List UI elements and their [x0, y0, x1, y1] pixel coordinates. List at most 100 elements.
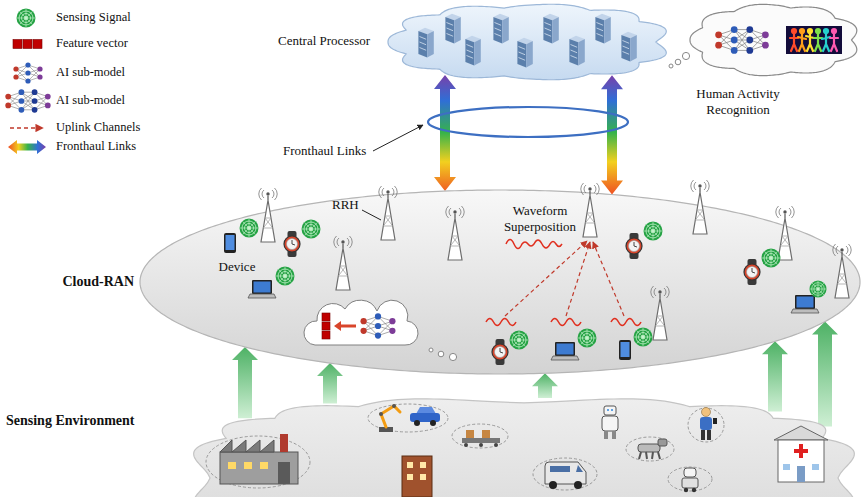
server-icon	[621, 32, 636, 62]
rrh-tower	[833, 244, 851, 298]
sensing-signal-icon	[302, 220, 321, 239]
laptop-icon	[551, 342, 579, 360]
rrh-tower	[581, 183, 599, 237]
sensing-arrow	[812, 322, 838, 427]
scene-outline	[368, 404, 448, 432]
robot-dog-icon	[638, 439, 667, 459]
waveform	[611, 319, 641, 326]
server-racks	[418, 14, 636, 68]
activity-image	[786, 26, 842, 54]
node-label: Human Activity Recognition	[683, 86, 793, 117]
sensing-signal-icon	[510, 331, 529, 350]
thought-dot	[438, 351, 444, 357]
laptop-icon	[791, 295, 819, 313]
sensing-signal-icon	[634, 328, 653, 347]
server-icon	[595, 14, 610, 44]
uplink-channel	[566, 242, 590, 316]
ai-submodel-icon	[715, 26, 769, 54]
ai-submodel-icon	[360, 313, 395, 338]
thought-dot	[675, 59, 681, 65]
feature-vector-icon	[13, 40, 42, 49]
activity-image-ground	[786, 26, 842, 54]
robot-arm-icon	[379, 404, 400, 432]
sensing-signal-icon	[809, 280, 826, 297]
watch-icon	[626, 233, 642, 259]
leader-line	[373, 125, 423, 151]
ai-submodel-icon	[5, 89, 50, 112]
conveyor-icon	[462, 430, 500, 447]
rrh-tower	[691, 180, 709, 234]
inference-bubble	[304, 300, 457, 360]
legend-label: AI sub-model	[56, 93, 125, 108]
fronthaul-arrow	[434, 75, 456, 191]
factory-icon	[220, 434, 298, 484]
van-icon	[545, 462, 586, 489]
feature-vector-cell	[322, 331, 330, 339]
sensing-signal-icon	[644, 222, 663, 241]
node-label: Sensing Environment	[6, 413, 186, 430]
ai-submodel-icon	[13, 62, 42, 83]
scene-outline	[452, 424, 508, 448]
thought-dot	[449, 353, 456, 360]
thought-dot	[669, 64, 673, 68]
sensing-signal-icon	[240, 219, 259, 238]
waveform	[551, 319, 581, 326]
scene-outline	[533, 458, 597, 490]
sensing-signal-icon	[578, 329, 597, 348]
watch-icon	[284, 231, 300, 257]
uplink-waves	[486, 240, 641, 326]
leader-line	[362, 210, 381, 220]
node-shape	[388, 4, 666, 79]
service-robot-icon	[682, 468, 698, 492]
legend-label: Fronthaul Links	[56, 139, 136, 154]
scene-outline	[626, 437, 674, 461]
thought-dots	[669, 52, 690, 68]
waveform-label: Waveform Superposition	[495, 203, 585, 234]
superposed-waveform	[506, 240, 562, 249]
server-icon	[517, 38, 532, 68]
thought-bubble	[304, 300, 418, 345]
feature-vector-cell	[322, 322, 330, 330]
sensing-arrow	[762, 341, 788, 411]
sensing-signal-icon	[276, 267, 295, 286]
device-label: Device	[214, 259, 260, 275]
server-icon	[543, 14, 558, 44]
thought-dot	[429, 348, 433, 352]
fronthaul-sample	[8, 140, 46, 154]
laptop-icon	[248, 280, 276, 298]
legend-label: Feature vector	[56, 36, 128, 51]
rrh-tower	[776, 206, 794, 260]
phone-icon	[619, 340, 631, 360]
node-shape	[690, 4, 857, 75]
building-icon	[402, 456, 432, 497]
rrh-tower	[379, 186, 397, 240]
uplink-channel	[593, 242, 624, 316]
uplink-sample	[10, 127, 43, 128]
watch-icon	[492, 339, 508, 365]
rrh-tower	[259, 188, 277, 242]
server-icon	[418, 28, 433, 58]
scene-groups	[206, 404, 724, 491]
server-icon	[493, 14, 508, 44]
person-icon	[700, 408, 717, 441]
watch-icon	[744, 259, 760, 285]
phone-icon	[224, 233, 236, 253]
feature-vector-cell	[322, 313, 330, 321]
legend-label: AI sub-model	[56, 65, 125, 80]
sensing-signal-icon	[17, 9, 36, 28]
server-icon	[569, 36, 584, 66]
sensing-arrow	[232, 347, 258, 418]
rrh-tower	[651, 286, 669, 340]
legend-samples	[5, 9, 50, 155]
node-shape	[194, 399, 855, 497]
car-icon	[410, 407, 440, 426]
uplink-channel	[505, 241, 587, 316]
hospital-icon	[774, 426, 828, 482]
waveform	[486, 319, 516, 326]
server-icon	[465, 36, 480, 66]
scene-outline	[668, 467, 712, 491]
feature-arrow-head	[334, 321, 341, 331]
humanoid-robot-icon	[602, 406, 618, 439]
devices	[224, 231, 819, 365]
